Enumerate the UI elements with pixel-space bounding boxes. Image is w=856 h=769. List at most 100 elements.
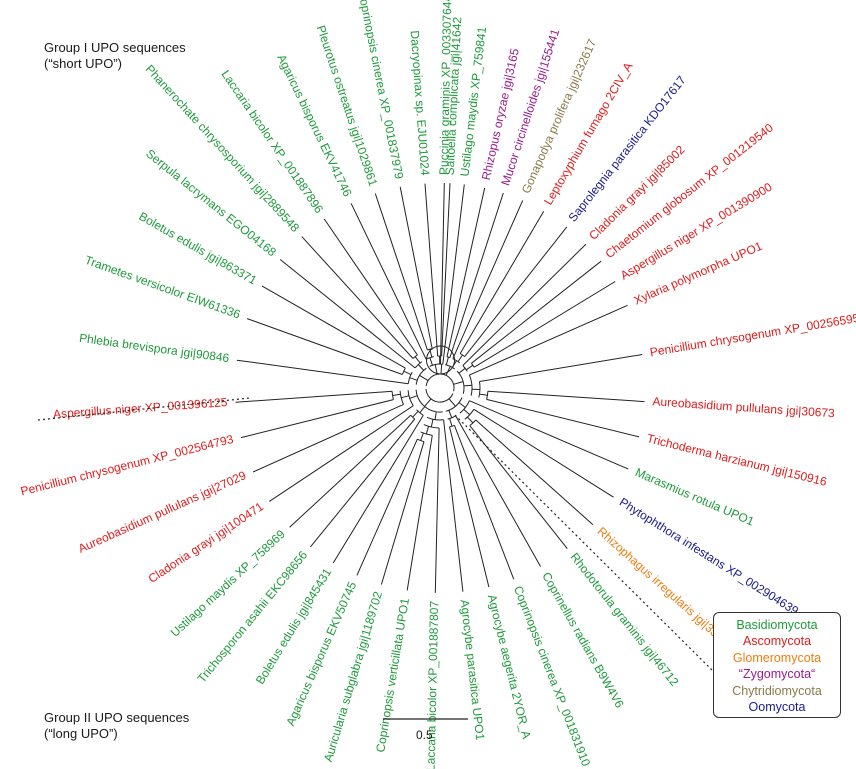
leaf-branch bbox=[252, 403, 404, 473]
leaf-branch bbox=[332, 415, 424, 564]
leaf-branch bbox=[473, 281, 616, 368]
group-one-title: Group I UPO sequences (“short UPO”) bbox=[44, 40, 186, 72]
leaf-branch bbox=[356, 438, 418, 576]
taxon-label: Penicillium chrysogenum XP_002565952 bbox=[649, 310, 856, 360]
group-one-subtitle: (“short UPO”) bbox=[44, 56, 122, 71]
leaf-branch bbox=[440, 182, 445, 365]
leaf-branch bbox=[289, 414, 412, 528]
leaf-branch bbox=[350, 203, 427, 360]
leaf-branch bbox=[452, 200, 524, 359]
clade-stem bbox=[419, 374, 429, 382]
clade-stem bbox=[424, 398, 432, 407]
leaf-branch bbox=[380, 441, 425, 585]
clade-stem bbox=[429, 349, 433, 358]
group-divider-left bbox=[37, 397, 251, 421]
clade-stem bbox=[449, 418, 453, 427]
legend-item-ascomycota: Ascomycota bbox=[742, 634, 812, 649]
leaf-branch bbox=[240, 399, 394, 439]
taxon-label: Phytophthora infestans XP_002904639 bbox=[617, 495, 801, 618]
leaf-branch bbox=[235, 390, 393, 403]
leaf-branch bbox=[406, 435, 433, 591]
leaf-branch bbox=[486, 398, 640, 438]
clade-arc bbox=[440, 373, 455, 392]
leaf-branch bbox=[443, 419, 464, 592]
taxon-label: Dacryopinax sp. EJU01024 bbox=[408, 30, 433, 176]
clade-stem bbox=[457, 354, 463, 362]
clade-stem bbox=[401, 395, 410, 399]
legend-item-chytridiomycota: Chytridiomycota bbox=[732, 683, 822, 698]
phylum-legend: Basidiomycota Ascomycota Glomeromycota “… bbox=[713, 612, 841, 718]
clade-stem bbox=[448, 410, 453, 418]
leaf-branch bbox=[459, 210, 545, 354]
tree-branches bbox=[235, 182, 645, 593]
legend-item-basidiomycota: Basidiomycota bbox=[736, 618, 818, 632]
group-one-name: Group I UPO sequences bbox=[44, 40, 186, 55]
clade-stem bbox=[414, 356, 421, 364]
clade-stem bbox=[425, 426, 430, 435]
clade-stem bbox=[453, 381, 464, 385]
leaf-branch bbox=[279, 259, 416, 369]
clade-arc bbox=[456, 370, 465, 394]
taxon-label: Coprinopsis verticillata UPO1 bbox=[373, 597, 412, 754]
leaf-branch bbox=[449, 192, 504, 358]
leaf-branch bbox=[469, 425, 568, 550]
clade-stem bbox=[409, 395, 418, 399]
clade-arc bbox=[425, 388, 454, 403]
leaf-branch bbox=[269, 405, 414, 502]
taxon-label: Coprinopsis cinerea XP_001831910 bbox=[511, 584, 593, 769]
taxon-label: Serpula lacrymans EGO04168 bbox=[143, 146, 279, 259]
taxon-label: Aspergillus niger XP_001396125 bbox=[53, 395, 229, 421]
leaf-branch bbox=[261, 285, 406, 369]
clade-stem bbox=[458, 367, 466, 374]
leaf-branch bbox=[462, 243, 587, 366]
clade-arc bbox=[459, 400, 470, 414]
clade-arc bbox=[415, 389, 443, 413]
taxon-label: Aureobasidium pullulans jgi|30673 bbox=[652, 394, 835, 420]
clade-stem bbox=[458, 402, 466, 408]
group-two-name: Group II UPO sequences bbox=[44, 710, 190, 725]
leaf-branch bbox=[446, 187, 486, 357]
leaf-branch bbox=[469, 304, 628, 376]
leaf-branch bbox=[469, 400, 629, 470]
taxon-label: Puccinia graminis XP_003307644 bbox=[437, 0, 455, 175]
clade-stem bbox=[451, 360, 457, 368]
clade-arc bbox=[452, 358, 461, 364]
group-divider-right bbox=[454, 414, 713, 671]
clade-arc bbox=[425, 373, 441, 387]
leaf-branch bbox=[323, 218, 418, 356]
taxon-label: Agrocybe parasitica UPO1 bbox=[458, 599, 488, 741]
legend-item-zygomycota: “Zygomycota“ bbox=[738, 667, 816, 682]
leaf-branch bbox=[442, 184, 465, 365]
group-two-title: Group II UPO sequences (“long UPO”) bbox=[44, 710, 189, 742]
clade-arc bbox=[399, 390, 404, 405]
clade-arc bbox=[414, 361, 423, 369]
legend-item-oomycota: Oomycota bbox=[748, 700, 806, 715]
leaf-branch bbox=[399, 186, 433, 349]
leaf-branch bbox=[455, 415, 542, 567]
clade-arc bbox=[407, 390, 414, 406]
clade-stem bbox=[409, 377, 418, 381]
clade-stem bbox=[420, 432, 424, 441]
clade-arc bbox=[420, 431, 433, 436]
clade-stem bbox=[434, 364, 438, 375]
clade-stem bbox=[445, 366, 451, 376]
taxon-label: Aureobasidium pullulans jgi|27029 bbox=[76, 468, 249, 556]
leaf-branch bbox=[453, 425, 515, 580]
scale-bar-label: 0.5 bbox=[416, 728, 433, 742]
clade-stem bbox=[429, 357, 433, 366]
clade-stem bbox=[434, 411, 437, 420]
leaf-branch bbox=[434, 427, 440, 593]
group-two-subtitle: (“long UPO”) bbox=[44, 726, 118, 741]
clade-stem bbox=[466, 364, 474, 371]
clade-stem bbox=[463, 409, 471, 416]
clade-stem bbox=[448, 398, 456, 407]
leaf-branch bbox=[236, 359, 409, 385]
leaf-branch bbox=[471, 260, 602, 364]
clade-arc bbox=[429, 363, 442, 367]
leaf-branch bbox=[464, 226, 568, 357]
taxon-label: Rhodotorula graminis jgi|46712 bbox=[567, 550, 681, 689]
leaf-branch bbox=[479, 354, 643, 382]
clade-arc bbox=[462, 365, 468, 372]
clade-stem bbox=[412, 410, 419, 418]
